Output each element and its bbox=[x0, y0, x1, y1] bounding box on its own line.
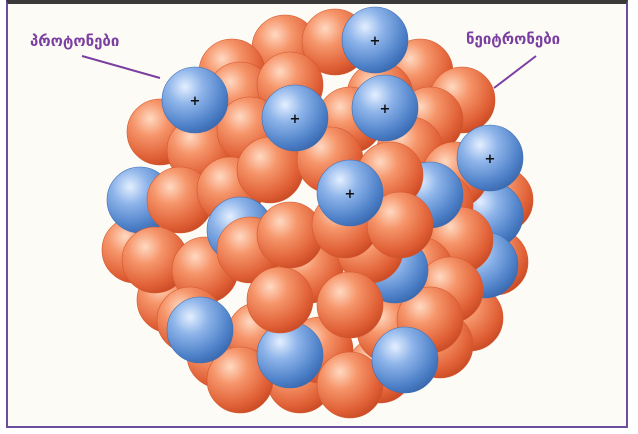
proton-sphere bbox=[372, 327, 438, 393]
proton-sphere bbox=[167, 297, 233, 363]
neutron-sphere bbox=[257, 202, 323, 268]
neutrons-leader-line bbox=[494, 56, 536, 88]
neutrons-label: ნეიტრონები bbox=[466, 30, 560, 48]
proton-plus-sign: + bbox=[345, 187, 356, 202]
proton-sphere bbox=[257, 322, 323, 388]
neutron-sphere bbox=[317, 272, 383, 338]
proton-plus-sign: + bbox=[290, 112, 301, 127]
protons-label: პროტონები bbox=[30, 32, 119, 50]
proton-plus-sign: + bbox=[485, 152, 496, 167]
proton-plus-sign: + bbox=[380, 102, 391, 117]
proton-plus-sign: + bbox=[190, 94, 201, 109]
protons-leader-line bbox=[82, 56, 160, 78]
proton-plus-sign: + bbox=[370, 34, 381, 49]
neutron-sphere bbox=[247, 267, 313, 333]
